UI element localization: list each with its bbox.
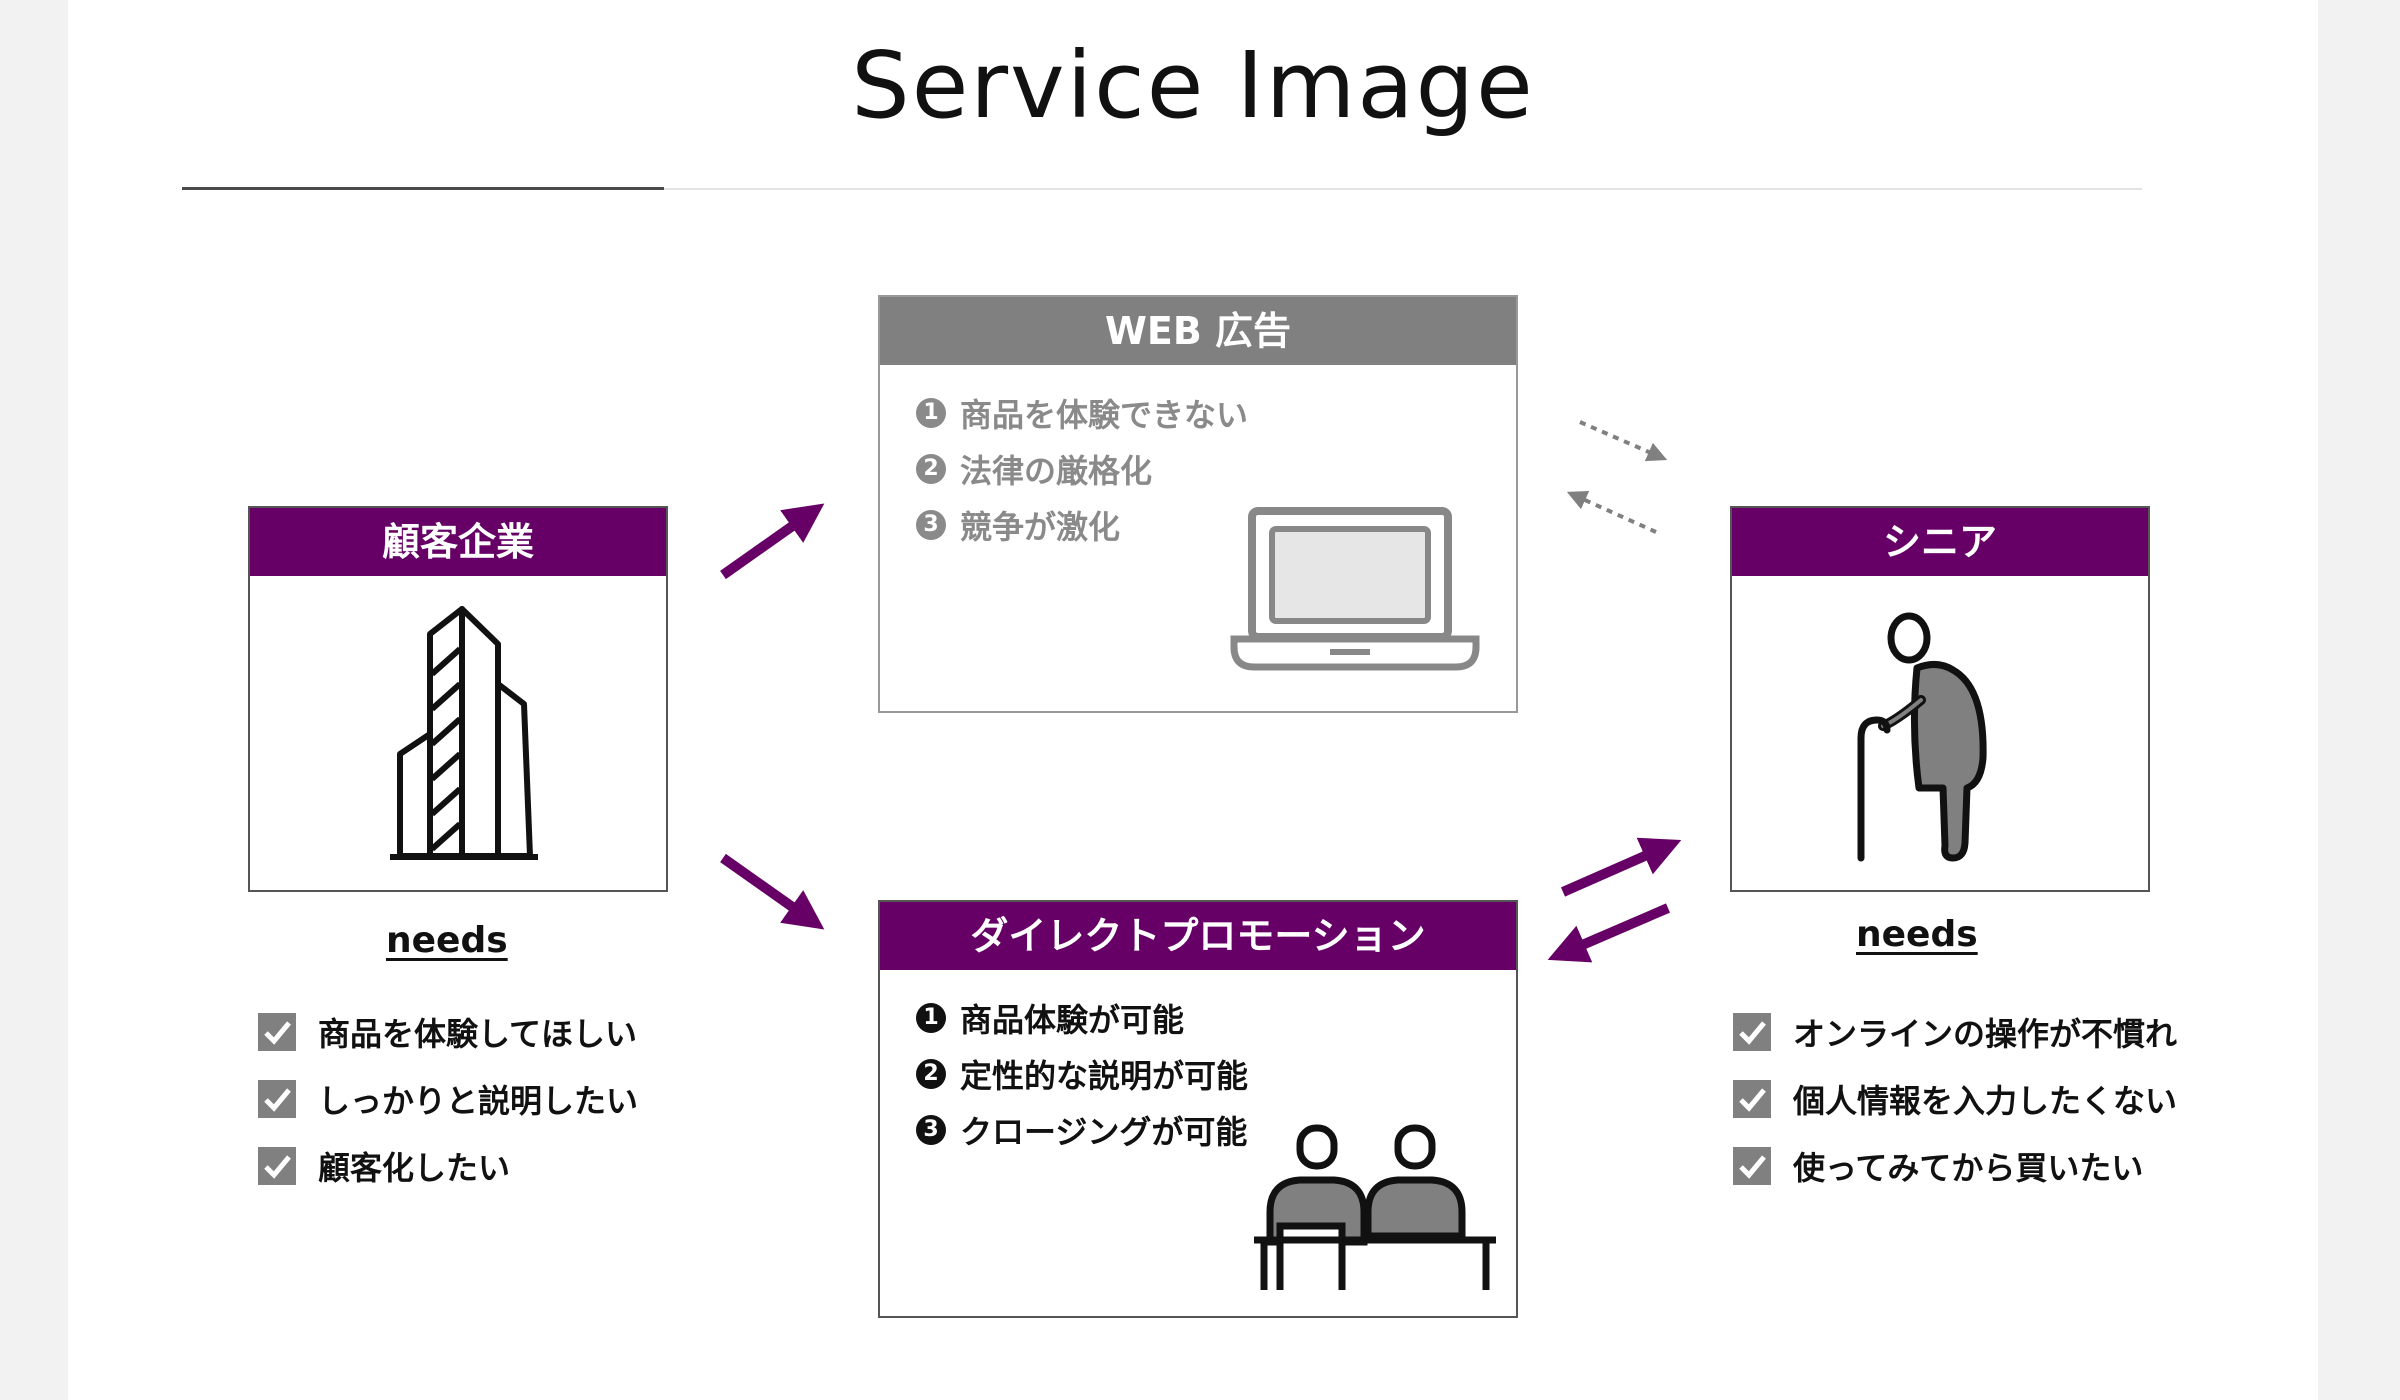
list-item: 2 法律の厳格化 [916, 441, 1248, 497]
need-text: 商品を体験してほしい [318, 1014, 638, 1053]
web-ad-list: 1 商品を体験できない 2 法律の厳格化 3 競争が激化 [916, 385, 1248, 553]
need-text: しっかりと説明したい [318, 1081, 639, 1120]
arrow-icon [1579, 420, 1668, 462]
need-text: オンラインの操作が不慣れ [1793, 1014, 2178, 1053]
list-item: 1 商品を体験できない [916, 385, 1248, 441]
list-item: 使ってみてから買いたい [1733, 1132, 2177, 1199]
arrows-layer [720, 420, 1682, 963]
senior-header: シニア [1732, 508, 2148, 576]
arrow-icon [1566, 490, 1657, 534]
arrow-icon [720, 503, 825, 580]
list-item: 商品を体験してほしい [258, 998, 638, 1065]
arrow-icon [1560, 837, 1682, 897]
checkbox-checked-icon [1733, 1012, 1771, 1051]
list-item: しっかりと説明したい [258, 1065, 638, 1132]
web-ad-header: WEB 広告 [880, 297, 1516, 365]
item-number: 3 [916, 510, 946, 540]
direct-promotion-header: ダイレクトプロモーション [880, 902, 1516, 970]
web-ad-box: WEB 広告 1 商品を体験できない 2 法律の厳格化 3 競争が激化 [878, 295, 1518, 713]
arrow-icon [1547, 903, 1670, 963]
list-item: 3 クロージングが可能 [916, 1102, 1248, 1158]
laptop-icon [1230, 507, 1480, 671]
title-divider-accent [182, 187, 664, 190]
checkbox-checked-icon [1733, 1079, 1771, 1118]
item-text: 商品体験が可能 [960, 1001, 1185, 1039]
item-number: 2 [916, 454, 946, 484]
checkbox-checked-icon [258, 1146, 296, 1185]
need-text: 個人情報を入力したくない [1793, 1081, 2178, 1120]
face-to-face-meeting-icon [1254, 1124, 1496, 1290]
client-needs-list: 商品を体験してほしい しっかりと説明したい 顧客化したい [258, 998, 638, 1199]
list-item: 3 競争が激化 [916, 497, 1248, 553]
checkbox-checked-icon [258, 1079, 296, 1118]
item-text: 競争が激化 [960, 508, 1121, 546]
slide: Service Image 顧客企業 needs 商品を体験してほしい しっかり… [68, 0, 2318, 1400]
item-text: 定性的な説明が可能 [960, 1057, 1249, 1095]
list-item: オンラインの操作が不慣れ [1733, 998, 2177, 1065]
direct-promotion-box: ダイレクトプロモーション 1 商品体験が可能 2 定性的な説明が可能 3 クロージング… [878, 900, 1518, 1318]
senior-needs-title: needs [1856, 914, 1978, 955]
list-item: 2 定性的な説明が可能 [916, 1046, 1248, 1102]
office-building-icon [390, 606, 538, 860]
direct-promotion-list: 1 商品体験が可能 2 定性的な説明が可能 3 クロージングが可能 [916, 990, 1248, 1158]
client-needs-title: needs [386, 920, 508, 961]
senior-needs-list: オンラインの操作が不慣れ 個人情報を入力したくない 使ってみてから買いたい [1733, 998, 2177, 1199]
item-text: 法律の厳格化 [960, 452, 1153, 490]
item-number: 1 [916, 1003, 946, 1033]
elderly-person-with-cane-icon [1857, 612, 1987, 862]
item-text: 商品を体験できない [960, 396, 1249, 434]
client-company-header: 顧客企業 [250, 508, 666, 576]
title-divider [182, 188, 2142, 190]
senior-box: シニア [1730, 506, 2150, 892]
list-item: 個人情報を入力したくない [1733, 1065, 2177, 1132]
checkbox-checked-icon [1733, 1146, 1771, 1185]
need-text: 使ってみてから買いたい [1793, 1148, 2144, 1187]
need-text: 顧客化したい [318, 1148, 511, 1187]
item-number: 1 [916, 398, 946, 428]
arrow-icon [720, 853, 825, 930]
list-item: 1 商品体験が可能 [916, 990, 1248, 1046]
page-title: Service Image [851, 32, 1535, 139]
checkbox-checked-icon [258, 1012, 296, 1051]
item-text: クロージングが可能 [960, 1113, 1248, 1151]
item-number: 3 [916, 1115, 946, 1145]
item-number: 2 [916, 1059, 946, 1089]
list-item: 顧客化したい [258, 1132, 638, 1199]
client-company-box: 顧客企業 [248, 506, 668, 892]
